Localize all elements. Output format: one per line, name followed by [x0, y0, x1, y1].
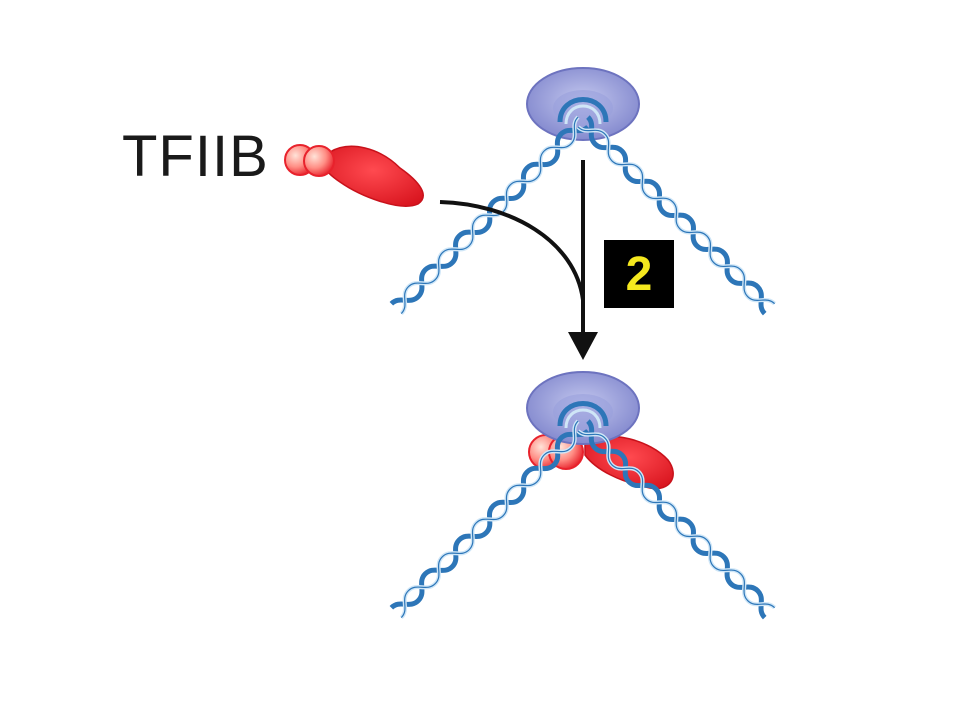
tfiib-label: TFIIB — [122, 124, 269, 189]
tbp-tfiib-dna-icon — [389, 371, 777, 620]
tbp-dna-icon — [389, 67, 777, 316]
dna-right-arm — [576, 115, 777, 316]
step-number-badge: 2 — [604, 240, 674, 308]
dna-left-arm — [389, 115, 590, 316]
tfiib-protein-icon — [284, 144, 424, 207]
reaction-arrow-icon — [439, 160, 598, 360]
